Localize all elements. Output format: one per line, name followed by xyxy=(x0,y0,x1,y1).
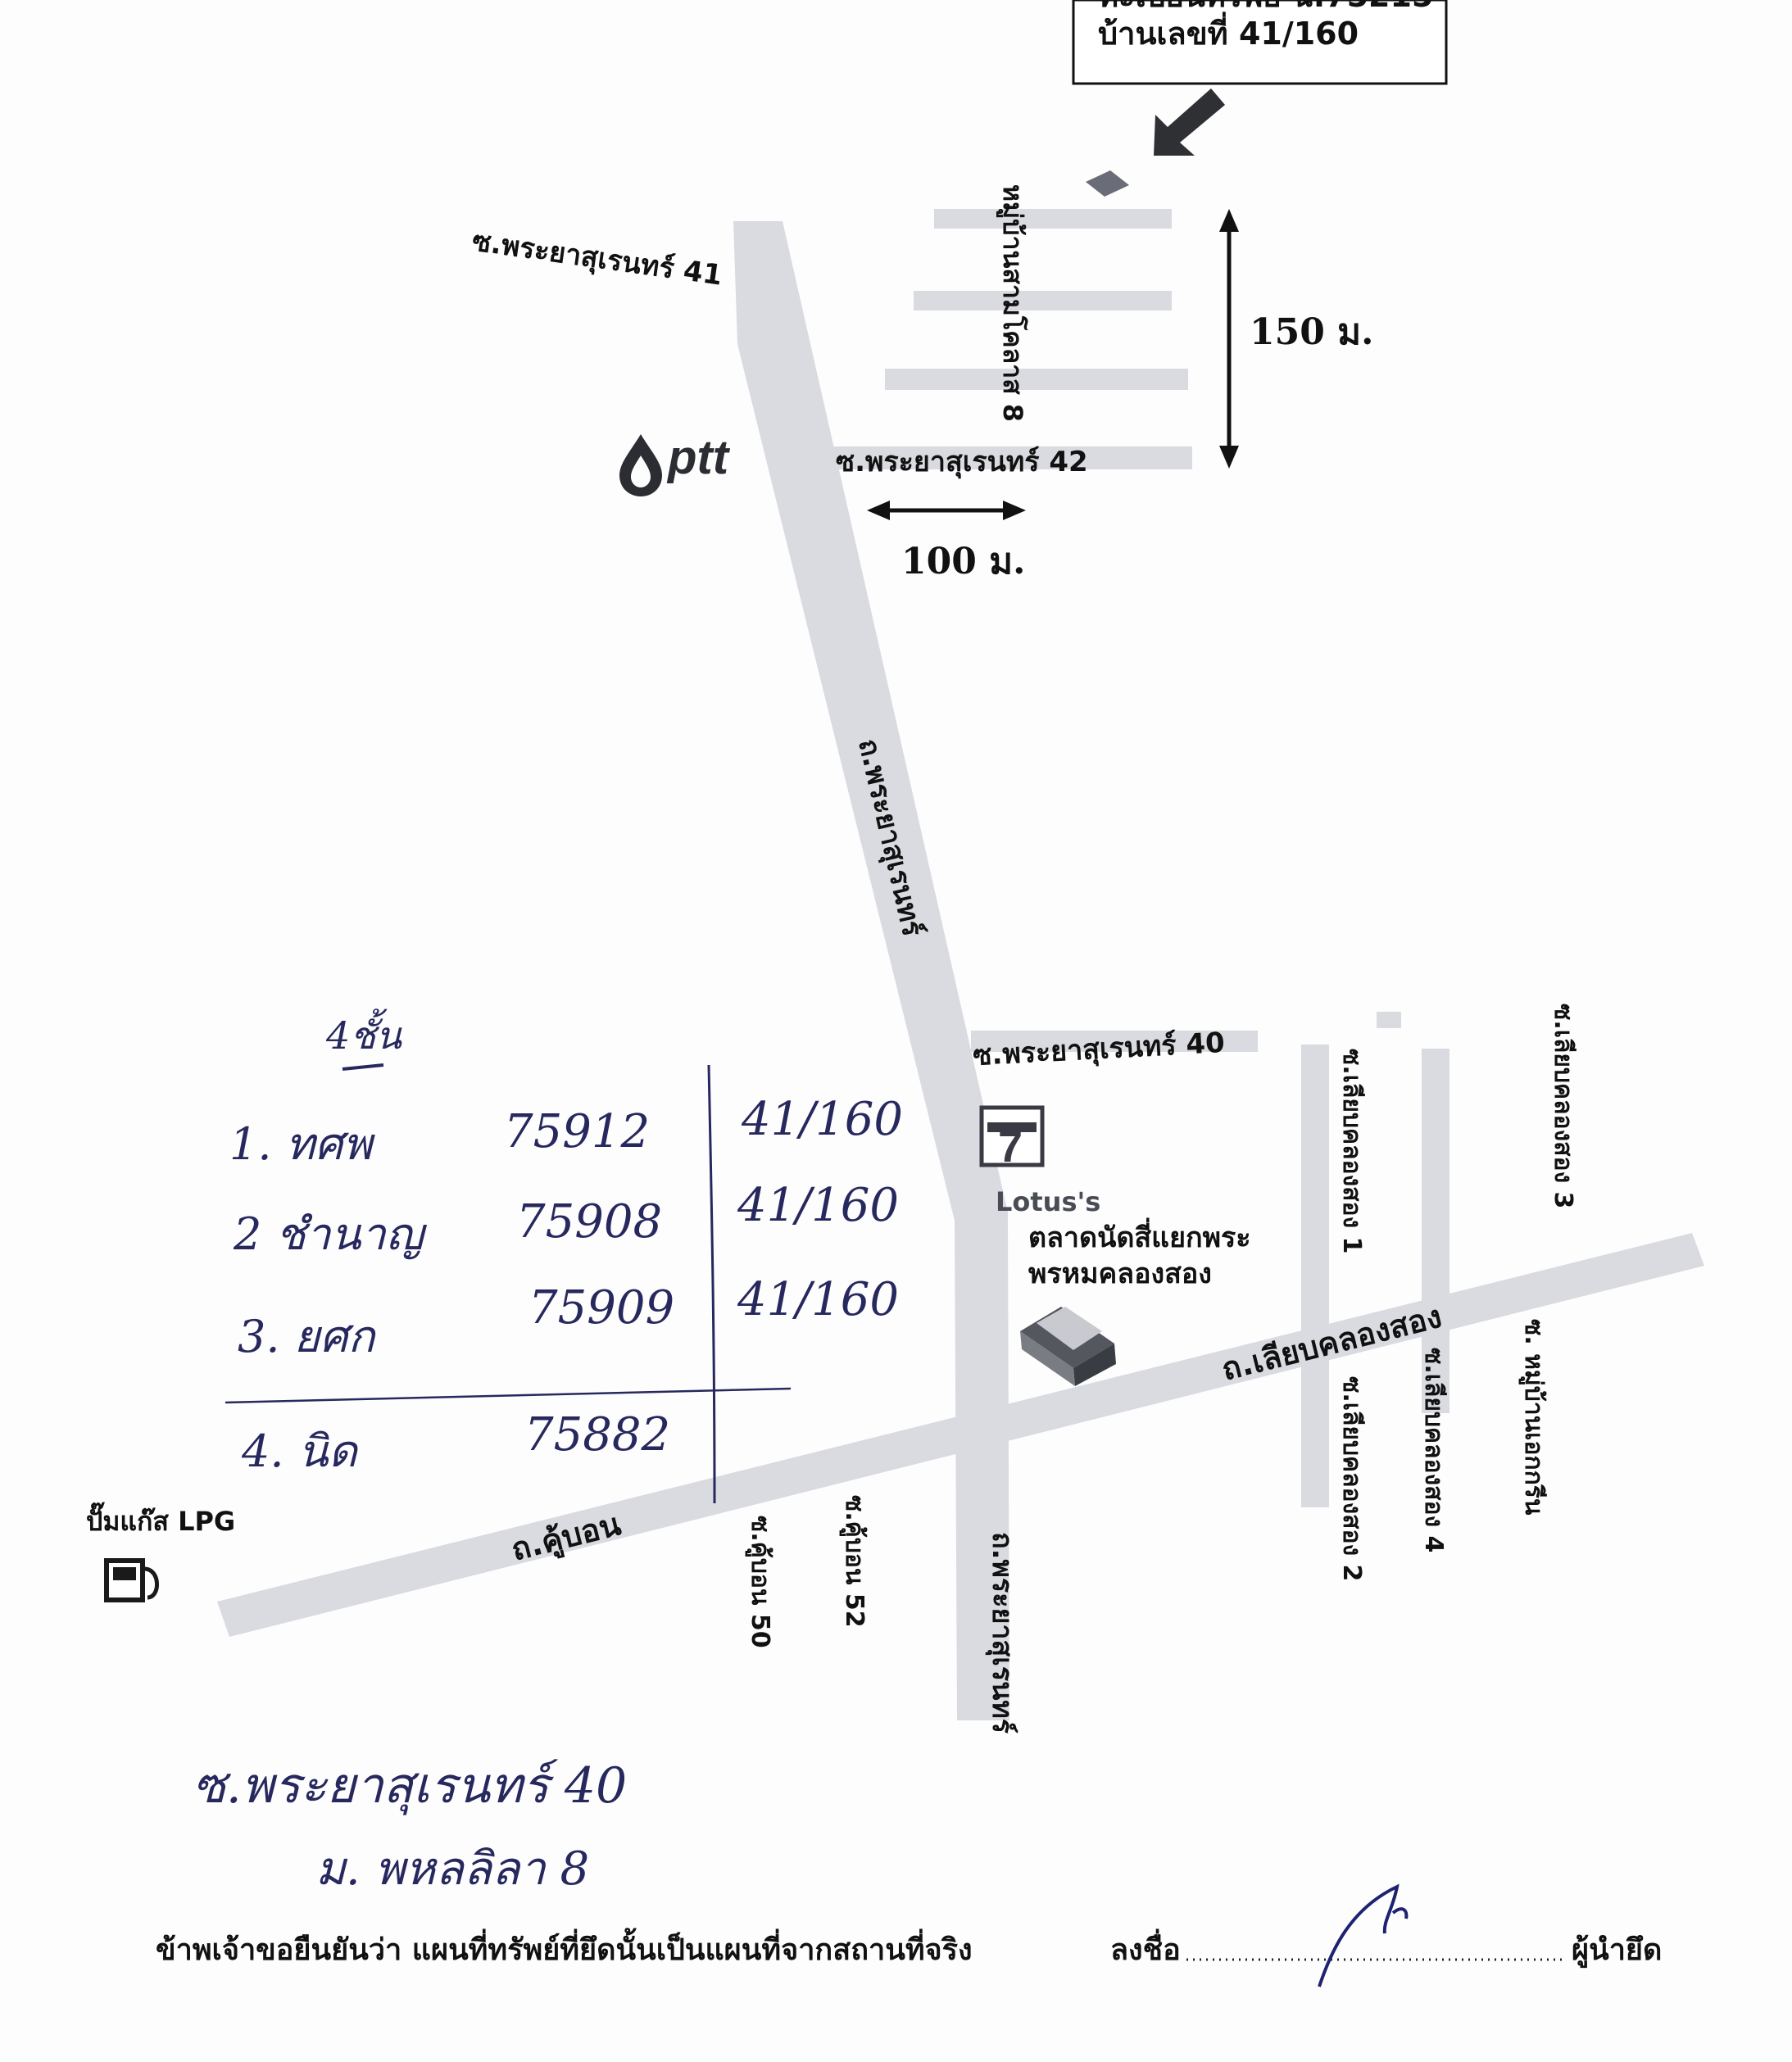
soi-khubon-50-label: ซ.คู้บอน 50 xyxy=(745,1516,774,1648)
scale-vertical: 150 ม. xyxy=(1219,209,1374,469)
hand-row4-label: 4. นิด xyxy=(241,1425,360,1477)
hand-note-village: ม. พหลลิลา 8 xyxy=(315,1842,589,1896)
soi-42-road xyxy=(823,446,1192,469)
hand-row1-addr: 41/160 xyxy=(741,1093,903,1146)
village-street-label: หมู่บ้านสามโคลาส 8 xyxy=(996,184,1028,422)
soi-lk2-label: ซ.เลียบคลองสอง 2 xyxy=(1337,1376,1366,1581)
village-street-2 xyxy=(914,291,1172,310)
market-building-icon xyxy=(1020,1307,1116,1386)
soi-lk3-label: ซ.เลียบคลองสอง 3 xyxy=(1549,1004,1577,1208)
scale-horizontal-label: 100 ม. xyxy=(901,541,1026,582)
property-line1: ทะเบียนทรัพย์ ฉ.75215 xyxy=(1098,0,1433,14)
hand-row2-label: 2 ชำนาญ xyxy=(233,1208,428,1260)
signature-role: ผู้นำยึด xyxy=(1572,1933,1662,1969)
signature-label: ลงชื่อ xyxy=(1110,1928,1181,1967)
soi-41-label: ซ.พระยาสุเรนทร์ 41 xyxy=(470,224,724,292)
soi-village-ekgreen-label: ซ. หมู่บ้านเอกกรีน xyxy=(1518,1319,1548,1516)
gas-pump-icon xyxy=(104,1558,159,1602)
soi-lk3-dot xyxy=(1377,1012,1401,1028)
scale-horizontal: 100 ม. xyxy=(867,501,1026,582)
scale-vertical-label: 150 ม. xyxy=(1250,311,1374,353)
hand-row3-label: 3. ยศก xyxy=(238,1311,377,1362)
hand-note-soi: ซ.พระยาสุเรนทร์ 40 xyxy=(193,1757,627,1815)
roads xyxy=(217,209,1704,1720)
hand-row3-addr: 41/160 xyxy=(737,1273,899,1326)
seven-eleven-logo-icon xyxy=(979,1105,1045,1167)
hand-row3-code: 75909 xyxy=(529,1281,674,1335)
lotus-label: Lotus's xyxy=(996,1186,1100,1217)
hand-row4-code: 75882 xyxy=(524,1408,670,1462)
hand-row1-code: 75912 xyxy=(504,1105,650,1158)
seven-eleven: 7 xyxy=(979,1105,1045,1171)
pointer-arrow-icon xyxy=(1154,88,1225,156)
property-line2: บ้านเลขที่ 41/160 xyxy=(1098,11,1359,52)
soi-lk1-road xyxy=(1301,1045,1329,1507)
ptt-station: ptt xyxy=(619,431,731,496)
market-label-line2: พรหมคลองสอง xyxy=(1028,1258,1212,1290)
handwritten-notes: 4ชั้น 1. ทศพ 75912 41/160 2 ชำนาญ 75908 … xyxy=(193,1008,903,1896)
lpg-label: ปั๊มแก๊ส LPG xyxy=(86,1502,235,1537)
hand-row2-addr: 41/160 xyxy=(737,1179,899,1232)
property-callout: ทะเบียนทรัพย์ ฉ.75215 บ้านเลขที่ 41/160 xyxy=(1072,0,1448,197)
soi-40-road xyxy=(971,1031,1258,1052)
soi-42-label: ซ.พระยาสุเรนทร์ 42 xyxy=(836,446,1088,479)
soi-lk3-road xyxy=(1422,1049,1449,1413)
main-road-label-south: ถ.พระยาสุเรนทร์ xyxy=(985,1532,1018,1734)
footer: ข้าพเจ้าขอยืนยันว่า แผนที่ทรัพย์ที่ยึดนั… xyxy=(156,1883,1662,1987)
main-road xyxy=(733,221,1009,1720)
footer-statement: ข้าพเจ้าขอยืนยันว่า แผนที่ทรัพย์ที่ยึดนั… xyxy=(156,1928,973,1967)
hand-row1-label: 1. ทศพ xyxy=(229,1118,376,1170)
cross-road xyxy=(217,1233,1704,1637)
hand-row2-code: 75908 xyxy=(516,1195,662,1249)
village-street-3 xyxy=(885,369,1188,390)
ptt-logo-text: ptt xyxy=(666,431,731,484)
seven-eleven-logo-text: 7 xyxy=(998,1122,1023,1171)
market-label-line1: ตลาดนัดสี่แยกพระ xyxy=(1028,1217,1251,1254)
hand-heading: 4ชั้น xyxy=(325,1008,402,1058)
village-street-1 xyxy=(934,209,1172,229)
property-marker-icon xyxy=(1086,170,1129,197)
property-box xyxy=(1072,0,1448,85)
soi-lk4-label: ซ.เลียบคลองสอง 4 xyxy=(1419,1348,1448,1552)
liab-khlong-song-road-label: ถ.เลียบคลองสอง xyxy=(1218,1298,1445,1388)
soi-khubon-52-label: ซ.คู้บอน 52 xyxy=(839,1495,869,1628)
soi-lk1-label: ซ.เลียบคลองสอง 1 xyxy=(1337,1049,1366,1253)
handwritten-signature-icon xyxy=(1318,1883,1409,1987)
